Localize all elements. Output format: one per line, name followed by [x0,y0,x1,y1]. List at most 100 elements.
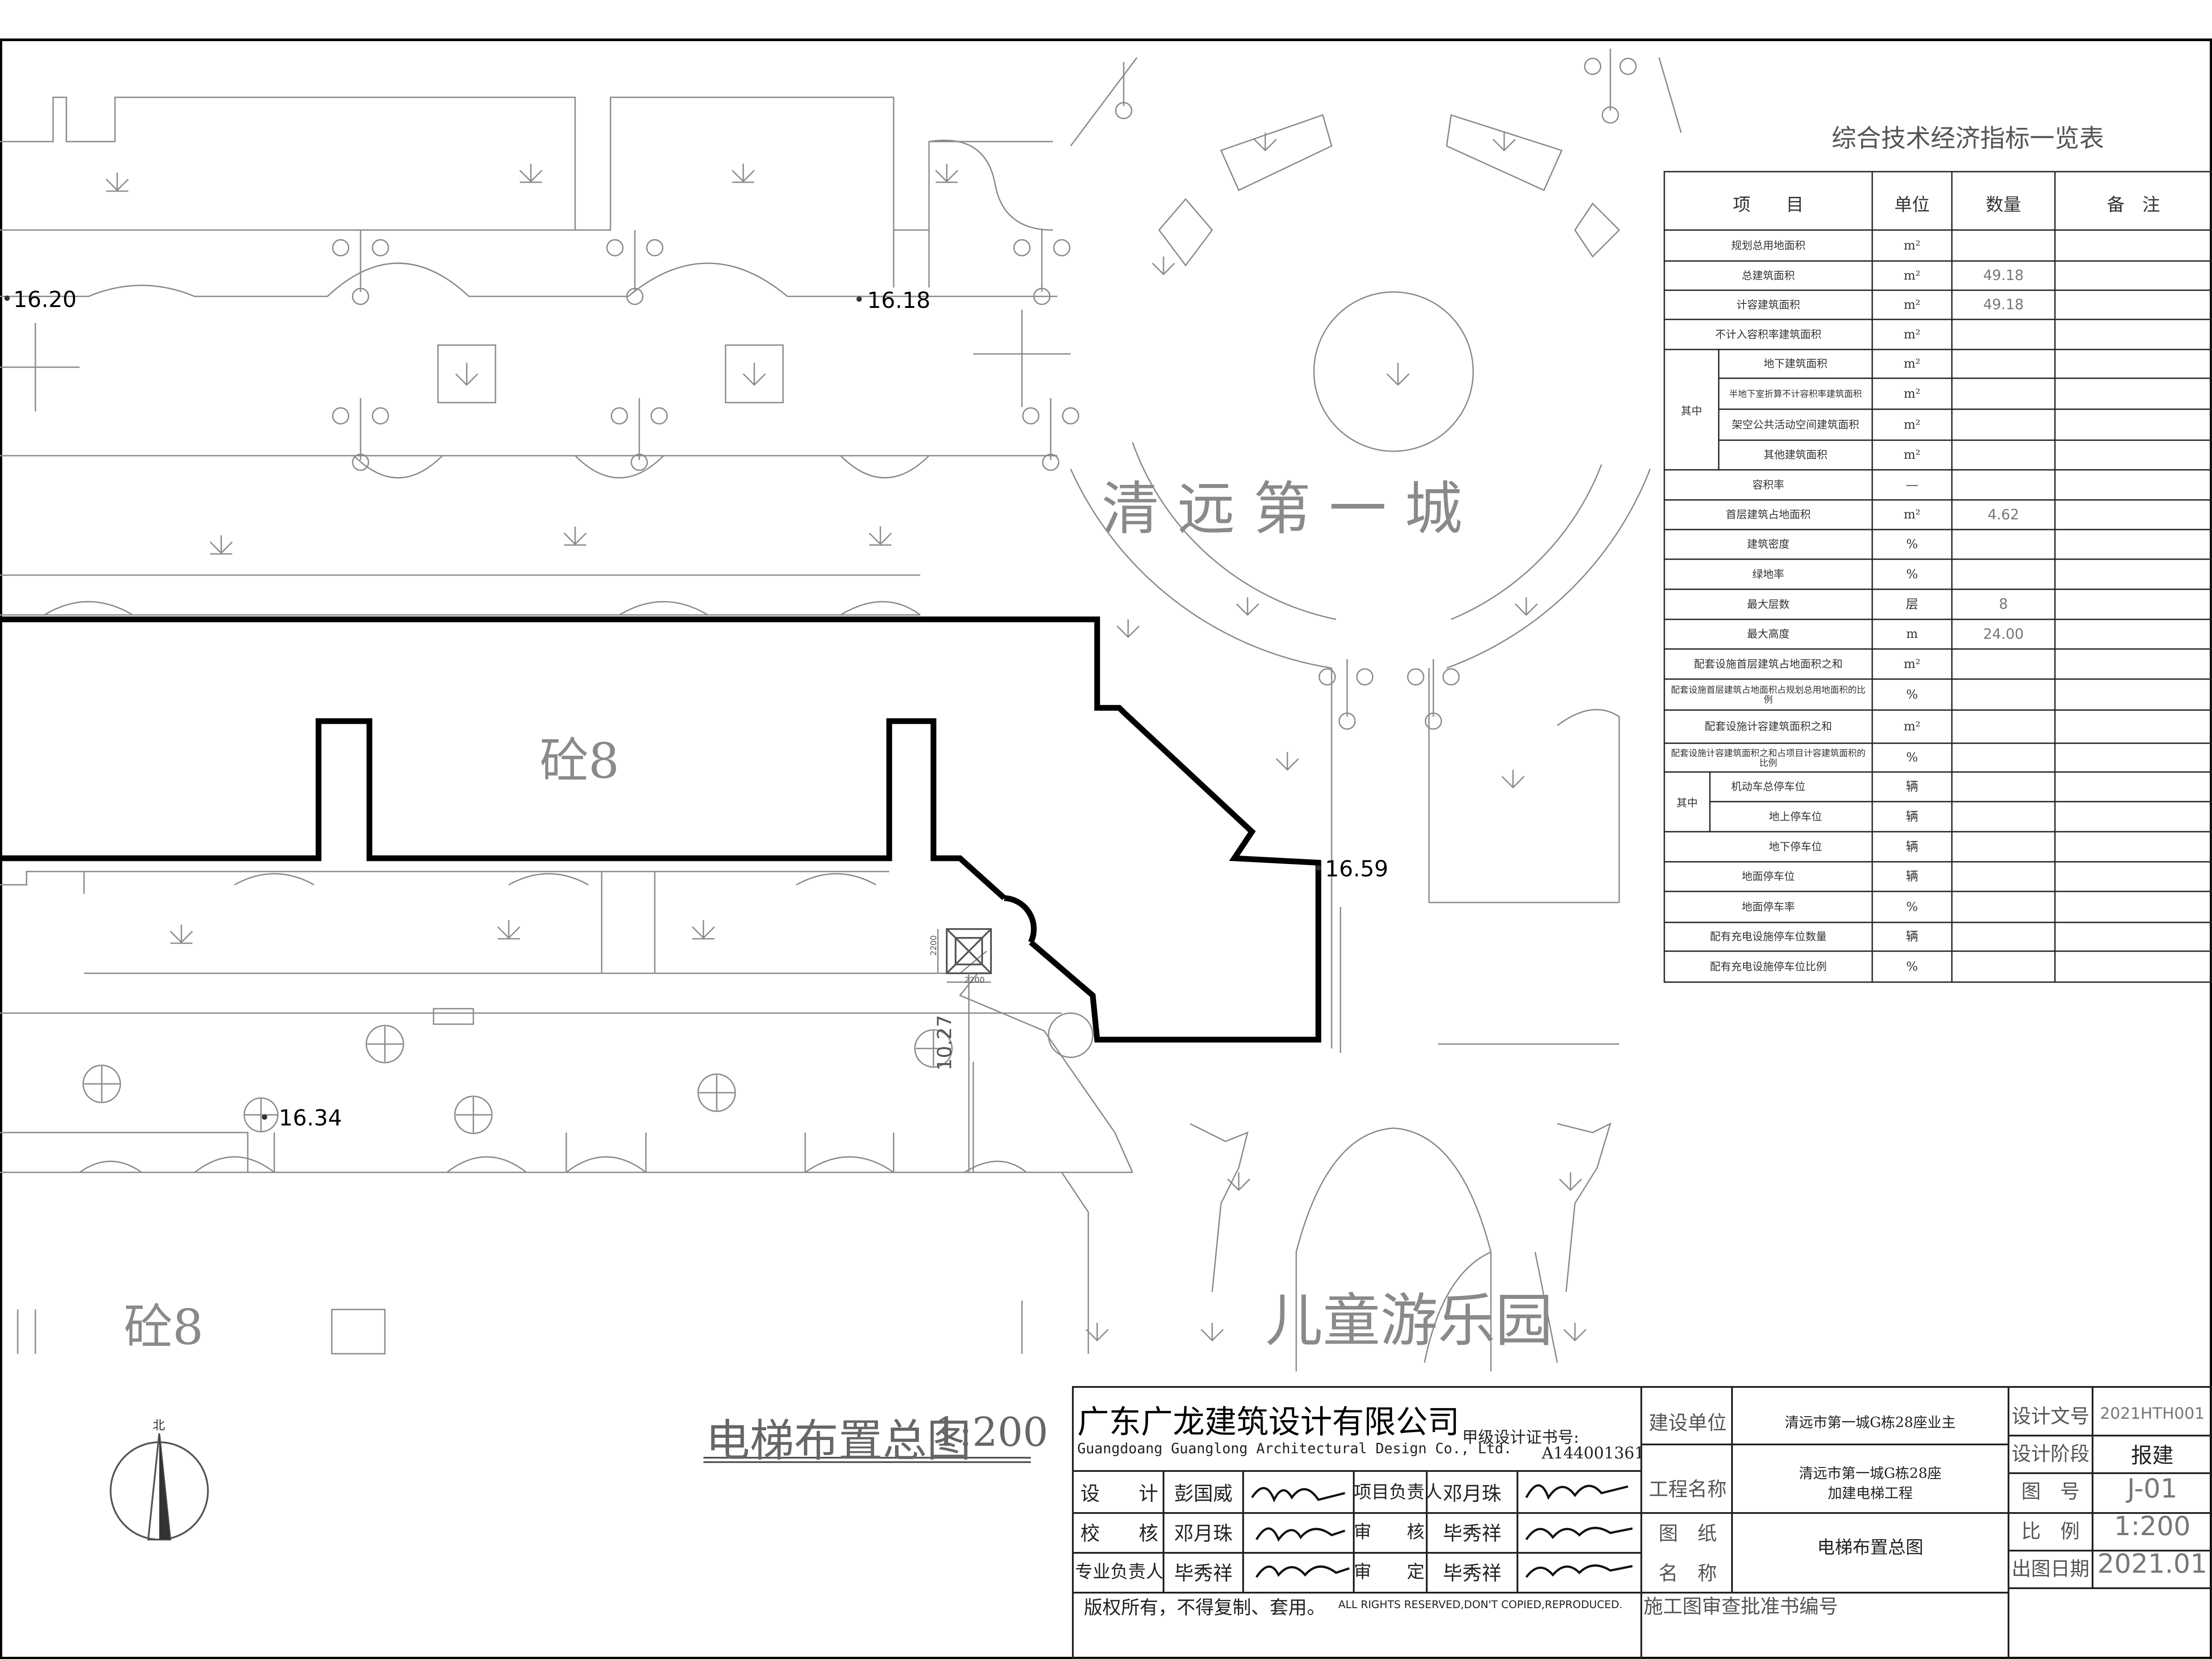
main-building [0,616,1321,1043]
row-item: 半地下室折算不计容积率建筑面积 [1729,388,1862,399]
scale-value: 1:200 [2114,1511,2191,1542]
row-item: 地面停车位 [1742,870,1795,883]
row-unit: 辆 [1905,839,1918,854]
row-item: 配有充电设施停车位比例 [1710,960,1827,973]
row-value [1952,679,2055,710]
row-value [1952,649,2055,679]
project-label: 工程名称 [1649,1478,1727,1501]
row-value [1952,378,2055,409]
row-unit: m² [1904,326,1920,342]
row-value [1952,230,2055,261]
building-label: 砼8 [124,1299,204,1356]
row-value: 8 [1999,595,2008,613]
date-value: 2021.01 [2097,1548,2208,1579]
drawing-title: 电梯布置总图 [706,1415,971,1467]
client-value: 清远市第一城G栋28座业主 [1785,1414,1956,1431]
table-row: 配套设施首层建筑占地面积占规划总用地面积的比例% [1664,679,2212,710]
cert-label: 甲级设计证书号: [1462,1429,1579,1447]
project-value-1: 清远市第一城G栋28座 [1799,1465,1942,1482]
copyright-en: ALL RIGHTS RESERVED,DON'T COPIED,REPRODU… [1338,1598,1623,1611]
role-name: 毕秀祥 [1443,1562,1502,1585]
company-name-en: Guangdoang Guanglong Architectural Desig… [1077,1440,1512,1457]
row-unit: 辆 [1905,779,1918,794]
table-row: 配有充电设施停车位比例% [1664,951,2212,982]
header-value: 数量 [1985,195,2021,215]
row-item: 其他建筑面积 [1763,449,1828,461]
row-item: 配套设施首层建筑占地面积占规划总用地面积的比例 [1671,684,1866,705]
row-item: 不计入容积率建筑面积 [1715,328,1821,341]
elevation-markers [4,296,1321,1120]
row-unit: m² [1904,417,1920,432]
row-group-label: 其中 [1676,797,1698,809]
tree-symbols [105,133,1587,1342]
row-value [1952,440,2055,470]
row-item: 配有充电设施停车位数量 [1710,930,1827,943]
indicator-table-grid [1663,171,2212,983]
row-value [1952,862,2055,891]
signatures [1251,1484,1633,1578]
estate-name-label: 清 远 第 一 城 [1102,475,1463,542]
row-unit: m² [1904,507,1920,522]
row-unit: m² [1904,447,1920,462]
row-unit: m² [1904,719,1920,734]
cert-number: A144001361 [1542,1444,1645,1463]
title-block-grid [1072,1386,2212,1659]
elevation-label: 16.18 [867,288,931,313]
drawing-name-label: 图 纸 [1659,1522,1717,1545]
row-value: 4.62 [1987,506,2020,523]
row-item: 地上停车位 [1769,810,1822,823]
row-value [1952,470,2055,500]
table-row: 配有充电设施停车位数量 辆 [1664,922,2212,951]
title-block: 广东广龙建筑设计有限公司 Guangdoang Guanglong Archit… [1073,1387,2212,1659]
table-row: 容积率— [1664,470,2212,500]
row-unit: m² [1904,356,1920,371]
approval-label: 施工图审查批准书编号 [1644,1595,1838,1618]
company-name: 广东广龙建筑设计有限公司 [1077,1403,1460,1440]
row-item: 建筑密度 [1747,538,1790,551]
table-row: 配套设施计容建筑面积之和占项目计容建筑面积的比例% [1664,743,2212,772]
table-row: 地面停车位辆 [1664,862,2212,891]
row-value [1952,832,2055,862]
elevation-label: 16.34 [279,1105,342,1131]
row-item: 配套设施计容建筑面积之和 [1705,720,1832,733]
row-unit: 辆 [1905,929,1918,944]
row-value [1952,802,2055,832]
row-item: 配套设施计容建筑面积之和占项目计容建筑面积的比例 [1671,747,1866,768]
table-row: 半地下室折算不计容积率建筑面积 m² [1664,378,2212,409]
date-label: 出图日期 [2012,1558,2089,1580]
role-name: 邓月珠 [1443,1482,1502,1505]
row-value [1952,743,2055,772]
indicator-table-title: 综合技术经济指标一览表 [1832,124,2104,153]
row-item: 配套设施首层建筑占地面积之和 [1694,657,1843,670]
role-name: 邓月珠 [1174,1522,1233,1545]
north-arrow-icon [110,1433,209,1540]
row-value [1952,710,2055,743]
row-unit: % [1906,959,1918,974]
table-row: 不计入容积率建筑面积 m² [1664,319,2212,349]
row-item: 总建筑面积 [1742,269,1795,282]
table-row: 地下停车位辆 [1664,832,2212,862]
doc-no-value: 2021HTH001 [2100,1405,2205,1423]
row-unit: m² [1904,297,1920,312]
table-row: 配套设施计容建筑面积之和 m² [1664,710,2212,743]
sheet-value: J-01 [2127,1473,2177,1504]
row-unit: % [1906,566,1918,581]
project-value-2: 加建电梯工程 [1828,1485,1913,1502]
row-unit: m² [1904,386,1920,401]
row-item: 规划总用地面积 [1731,239,1805,252]
drawing-name-value: 电梯布置总图 [1817,1537,1924,1558]
table-header: 项 目 单位 数量 备 注 [1664,172,2212,230]
table-row: 地上停车位辆 [1664,802,2212,832]
row-unit: m [1906,626,1918,641]
role-label: 审 定 [1354,1562,1425,1582]
upper-buildings [0,96,1071,616]
north-label: 北 [153,1418,165,1432]
row-value [1952,951,2055,982]
row-unit: m² [1904,656,1920,671]
copyright-cn: 版权所有，不得复制、套用。 [1084,1597,1326,1618]
